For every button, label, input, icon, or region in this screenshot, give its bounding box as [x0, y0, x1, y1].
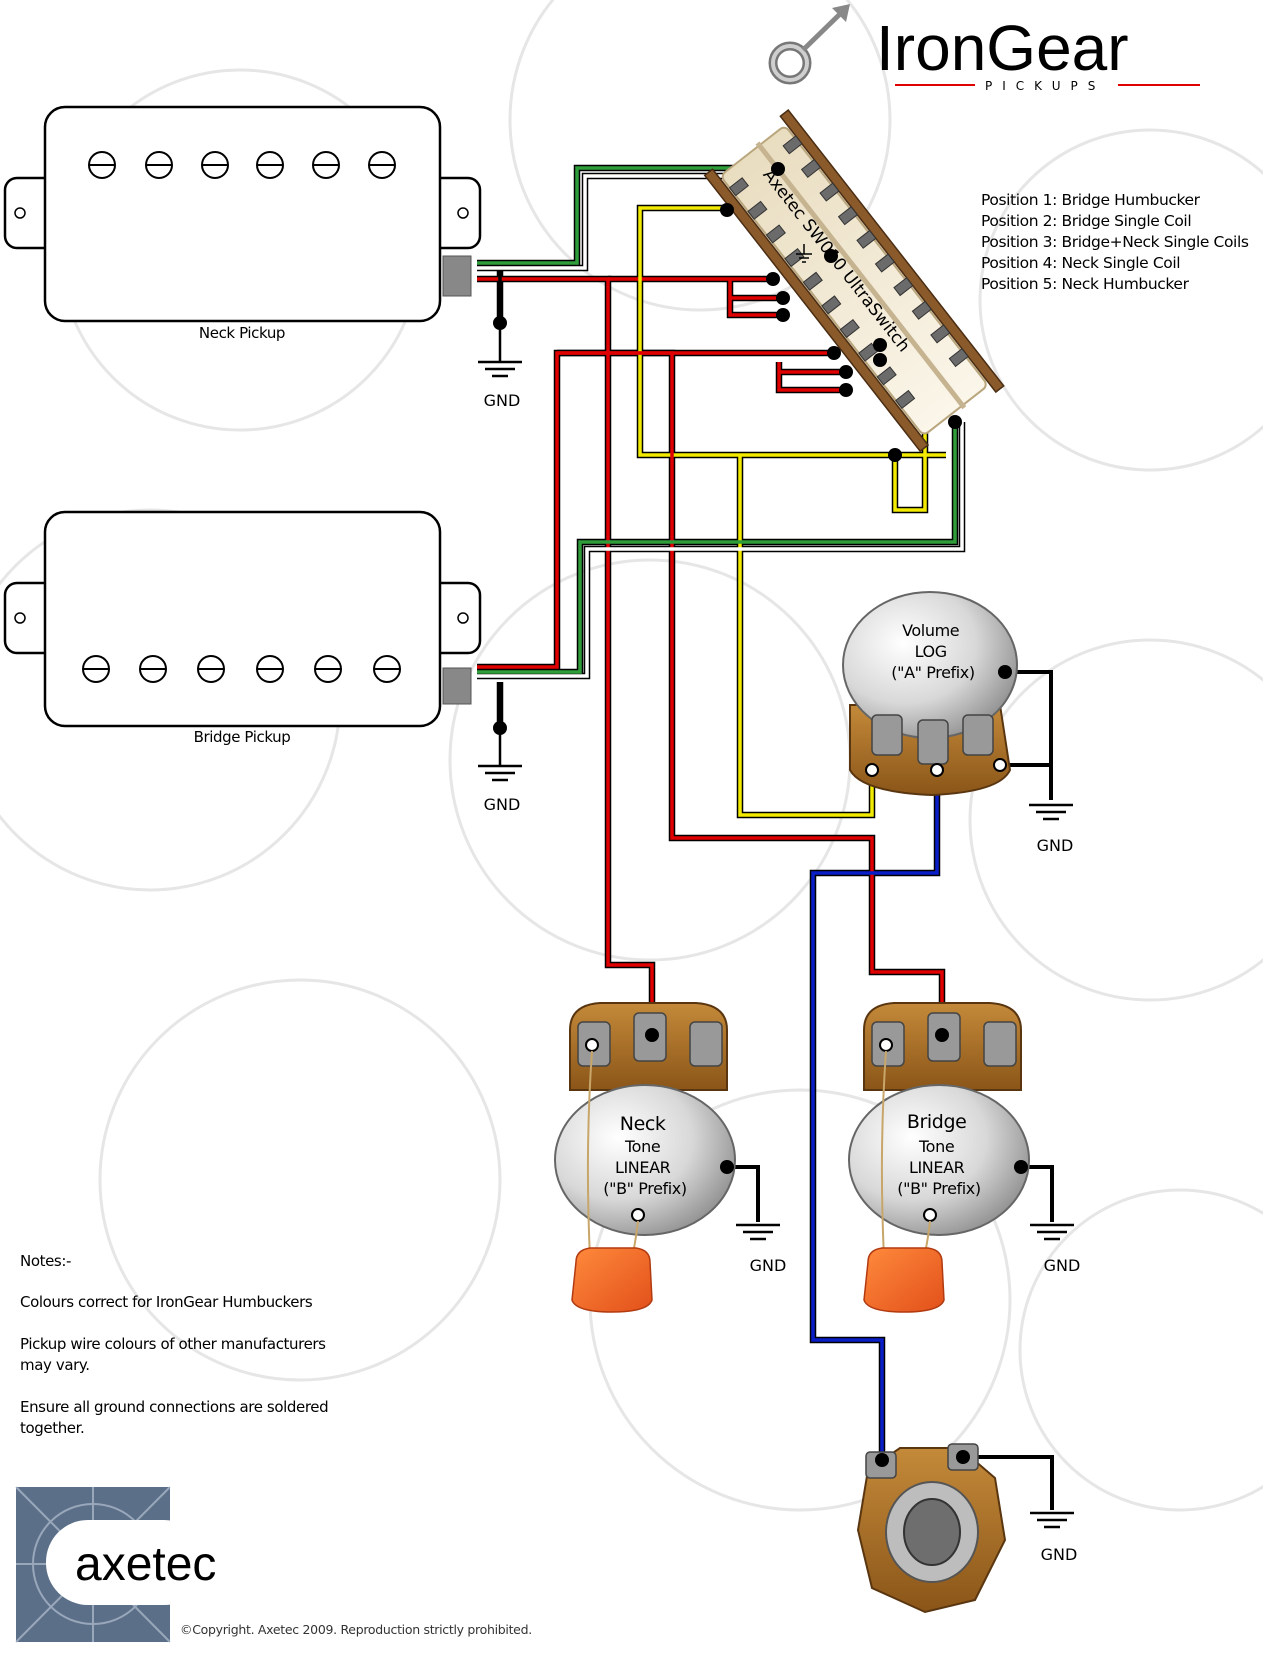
neck-tone-capacitor	[571, 1247, 653, 1313]
neck-pole-pieces	[88, 151, 396, 179]
neck-tone-label-3: LINEAR	[615, 1158, 671, 1177]
volume-label-2: LOG	[915, 642, 947, 661]
axetec-logo: axetec	[15, 1486, 216, 1643]
switch-position-4: Position 4: Neck Single Coil	[981, 254, 1181, 272]
watermark	[0, 0, 1263, 1512]
volume-label-3: ("A" Prefix)	[891, 663, 974, 682]
svg-text:Bridge Tone LINEAR: Bridge Tone LINEAR ("B" Prefix)	[897, 1111, 980, 1198]
gnd-label-neck-tone: GND	[750, 1256, 787, 1275]
gnd-label-bridge: GND	[484, 795, 521, 814]
svg-text:Volume LOG ("A" Pr: Volume LOG ("A" Prefix)	[891, 621, 974, 682]
output-blue-wire	[811, 770, 939, 1455]
brand-name: IronGear	[876, 12, 1129, 84]
bridge-tone-label-4: ("B" Prefix)	[897, 1179, 980, 1198]
bridge-tone-label-3: LINEAR	[909, 1158, 965, 1177]
volume-label-1: Volume	[902, 621, 959, 640]
ground-labels: GND GND GND GND GND GND	[484, 391, 1081, 1564]
note-line-2: Pickup wire colours of other manufacture…	[20, 1335, 326, 1353]
output-jack	[856, 1443, 1007, 1614]
brand-sub: PICKUPS	[985, 79, 1105, 93]
gnd-label-jack: GND	[1041, 1545, 1078, 1564]
switch-solder-points	[720, 162, 962, 462]
irongear-logo: IronGear PICKUPS	[768, 4, 1200, 93]
bridge-pole-pieces	[82, 655, 401, 683]
neck-pickup: Neck Pickup	[3, 105, 482, 342]
key-icon	[768, 4, 850, 85]
bridge-tone-label-1: Bridge	[907, 1111, 967, 1133]
neck-tone-label-1: Neck	[620, 1113, 666, 1135]
bridge-pickup: Bridge Pickup	[3, 510, 482, 746]
neck-white-wire	[477, 174, 778, 270]
volume-pot: Volume LOG ("A" Prefix)	[842, 591, 1018, 797]
bridge-white-wire	[477, 422, 964, 678]
bridge-green-wire	[477, 422, 957, 674]
bridge-pickup-label: Bridge Pickup	[194, 728, 291, 746]
switch-positions: Position 1: Bridge Humbucker Position 2:…	[981, 190, 1249, 295]
ground-icon-neck-tone	[736, 1223, 780, 1241]
gnd-label-neck: GND	[484, 391, 521, 410]
svg-text:Neck Tone LINEAR: Neck Tone LINEAR ("B" Prefix)	[603, 1113, 686, 1198]
wires	[477, 164, 1054, 1510]
neck-red-wire	[477, 277, 654, 1005]
switch-ground-symbol	[796, 244, 812, 263]
ground-icon-volume	[1029, 803, 1073, 821]
note-line-5: together.	[20, 1419, 85, 1437]
neck-tone-label-4: ("B" Prefix)	[603, 1179, 686, 1198]
bridge-tone-capacitor	[863, 1247, 945, 1313]
gnd-label-bridge-tone: GND	[1044, 1256, 1081, 1275]
note-line-3: may vary.	[20, 1356, 90, 1374]
switch-position-3: Position 3: Bridge+Neck Single Coils	[981, 233, 1249, 251]
switch-position-5: Position 5: Neck Humbucker	[981, 275, 1189, 293]
output-yellow-wire	[638, 206, 946, 457]
bridge-tone-label-2: Tone	[918, 1137, 954, 1156]
ground-icon-bridge	[478, 728, 522, 782]
neck-pickup-label: Neck Pickup	[199, 324, 285, 342]
five-way-switch: Axetec SW010 UltraSwitch	[703, 109, 1005, 462]
neck-tone-pot: Neck Tone LINEAR ("B" Prefix)	[554, 1002, 736, 1313]
neck-green-wire	[477, 166, 778, 265]
wire-colours	[477, 166, 964, 1455]
notes-heading: Notes:-	[20, 1252, 71, 1270]
axetec-brand: axetec	[75, 1538, 216, 1591]
ground-symbols	[478, 323, 1074, 1529]
note-line-4: Ensure all ground connections are solder…	[20, 1398, 329, 1416]
switch-position-2: Position 2: Bridge Single Coil	[981, 212, 1192, 230]
neck-tone-label-2: Tone	[624, 1137, 660, 1156]
ground-icon-neck	[478, 323, 522, 378]
gnd-label-volume: GND	[1037, 836, 1074, 855]
bridge-tone-pot: Bridge Tone LINEAR ("B" Prefix)	[848, 1002, 1030, 1313]
ground-icon-jack	[1030, 1511, 1074, 1529]
ground-icon-bridge-tone	[1030, 1223, 1074, 1241]
copyright: ©Copyright. Axetec 2009. Reproduction st…	[180, 1622, 532, 1637]
note-line-1: Colours correct for IronGear Humbuckers	[20, 1293, 313, 1311]
bridge-red-wire	[477, 351, 834, 669]
switch-position-1: Position 1: Bridge Humbucker	[981, 191, 1200, 209]
